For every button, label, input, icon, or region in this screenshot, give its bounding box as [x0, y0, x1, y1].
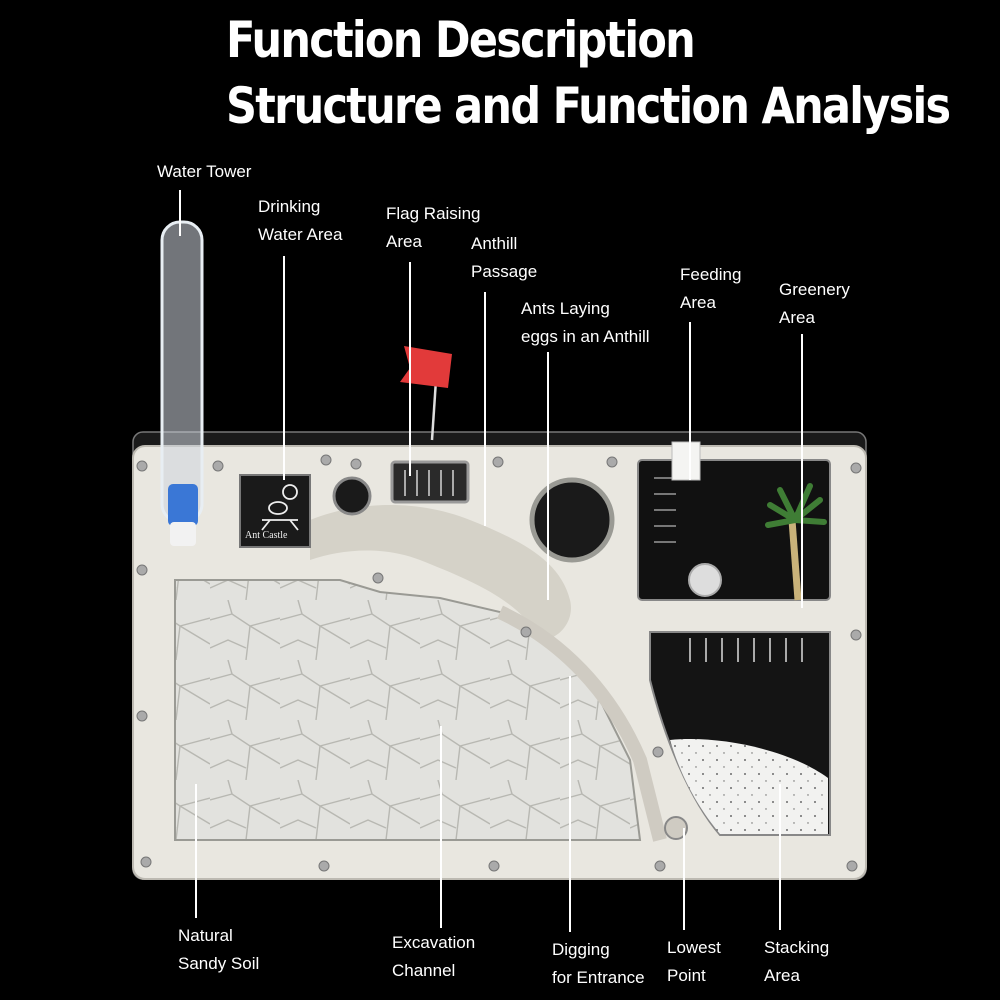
logo-text: Ant Castle: [245, 530, 288, 541]
label-line: Digging: [552, 940, 610, 959]
label-digging-for-entrance: Digging for Entrance: [552, 936, 645, 992]
label-line: Water Area: [258, 225, 343, 244]
lowest-point-hole: [664, 816, 688, 840]
stacking-sand: [670, 739, 828, 834]
label-line: Area: [386, 232, 422, 251]
label-feeding-area: Feeding Area: [680, 261, 741, 317]
screws: [136, 454, 862, 872]
label-excavation-channel: Excavation Channel: [392, 929, 475, 985]
label-water-tower-text: Water Tower: [157, 162, 252, 181]
label-line: eggs in an Anthill: [521, 327, 650, 346]
label-line: Stacking: [764, 938, 830, 957]
drinking-water-box: [239, 474, 311, 548]
label-ants-laying-eggs: Ants Laying eggs in an Anthill: [521, 295, 650, 351]
label-line: Lowest: [667, 938, 721, 957]
label-line: Sandy Soil: [178, 954, 260, 973]
stacking-comb: [689, 638, 803, 662]
drinking-hole: [332, 476, 372, 516]
label-line: Anthill: [471, 234, 518, 253]
flag-icon: [400, 346, 452, 388]
label-water-tower: Water Tower: [157, 158, 251, 186]
label-line: for Entrance: [552, 968, 645, 987]
label-line: Natural: [178, 926, 233, 945]
anthill-passage-shape: [310, 505, 571, 640]
label-line: Drinking: [258, 197, 321, 216]
water-tower-cap: [168, 484, 198, 526]
label-line: Channel: [392, 961, 456, 980]
label-line: Area: [764, 966, 800, 985]
label-lowest-point: Lowest Point: [667, 934, 721, 990]
label-line: Excavation: [392, 933, 476, 952]
flag-pole: [430, 379, 438, 441]
label-line: Point: [667, 966, 706, 985]
title-line-2: Structure and Function Analysis: [226, 77, 951, 135]
label-anthill-passage: Anthill Passage: [471, 230, 537, 286]
label-line: Ants Laying: [521, 299, 610, 318]
label-line: Passage: [471, 262, 538, 281]
water-tower-base: [170, 522, 196, 546]
ant-logo-icon: [261, 484, 299, 531]
label-line: Flag Raising: [386, 204, 481, 223]
label-line: Area: [779, 308, 815, 327]
label-stacking-area: Stacking Area: [764, 934, 829, 990]
title-line-1: Function Description: [226, 11, 696, 69]
label-greenery-area: Greenery Area: [779, 276, 850, 332]
label-natural-sandy-soil: Natural Sandy Soil: [178, 922, 259, 978]
label-line: Area: [680, 293, 716, 312]
water-tower-tube: [160, 220, 204, 524]
label-line: Feeding: [680, 265, 742, 284]
feeding-top-block: [671, 441, 701, 481]
egg-chamber: [529, 477, 615, 563]
label-flag-raising-area: Flag Raising Area: [386, 200, 481, 256]
digging-divider: [497, 605, 667, 842]
feeding-cup: [688, 563, 722, 597]
leader-lines: [179, 190, 803, 932]
label-drinking-water-area: Drinking Water Area: [258, 193, 342, 249]
label-line: Greenery: [779, 280, 850, 299]
